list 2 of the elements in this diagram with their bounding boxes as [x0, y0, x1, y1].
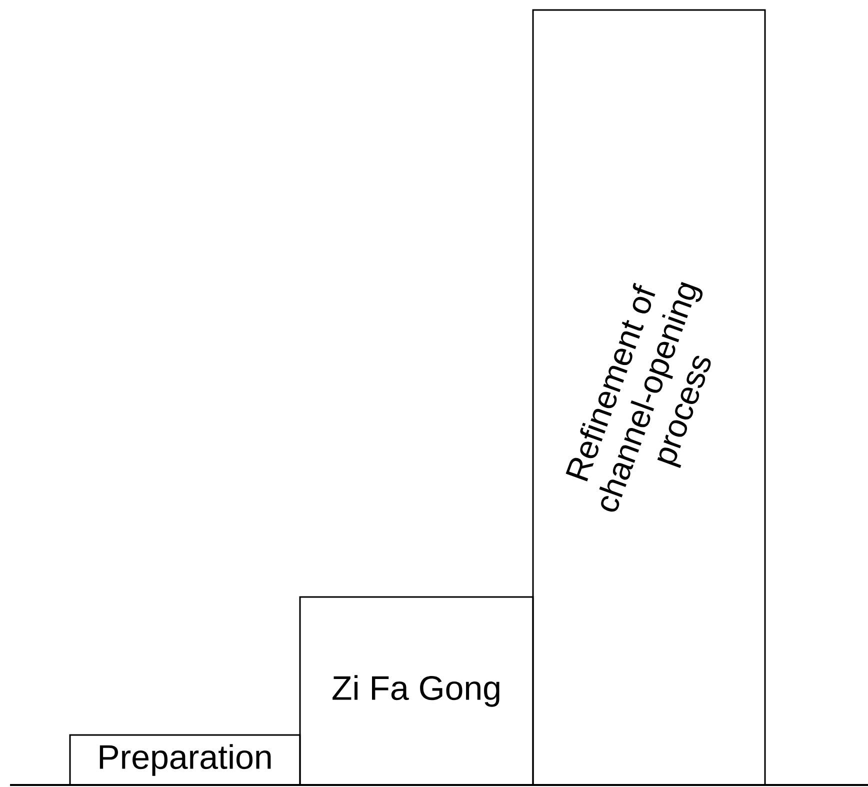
stage-box: Zi Fa Gong [299, 596, 534, 786]
stage-box: Preparation [69, 734, 301, 786]
